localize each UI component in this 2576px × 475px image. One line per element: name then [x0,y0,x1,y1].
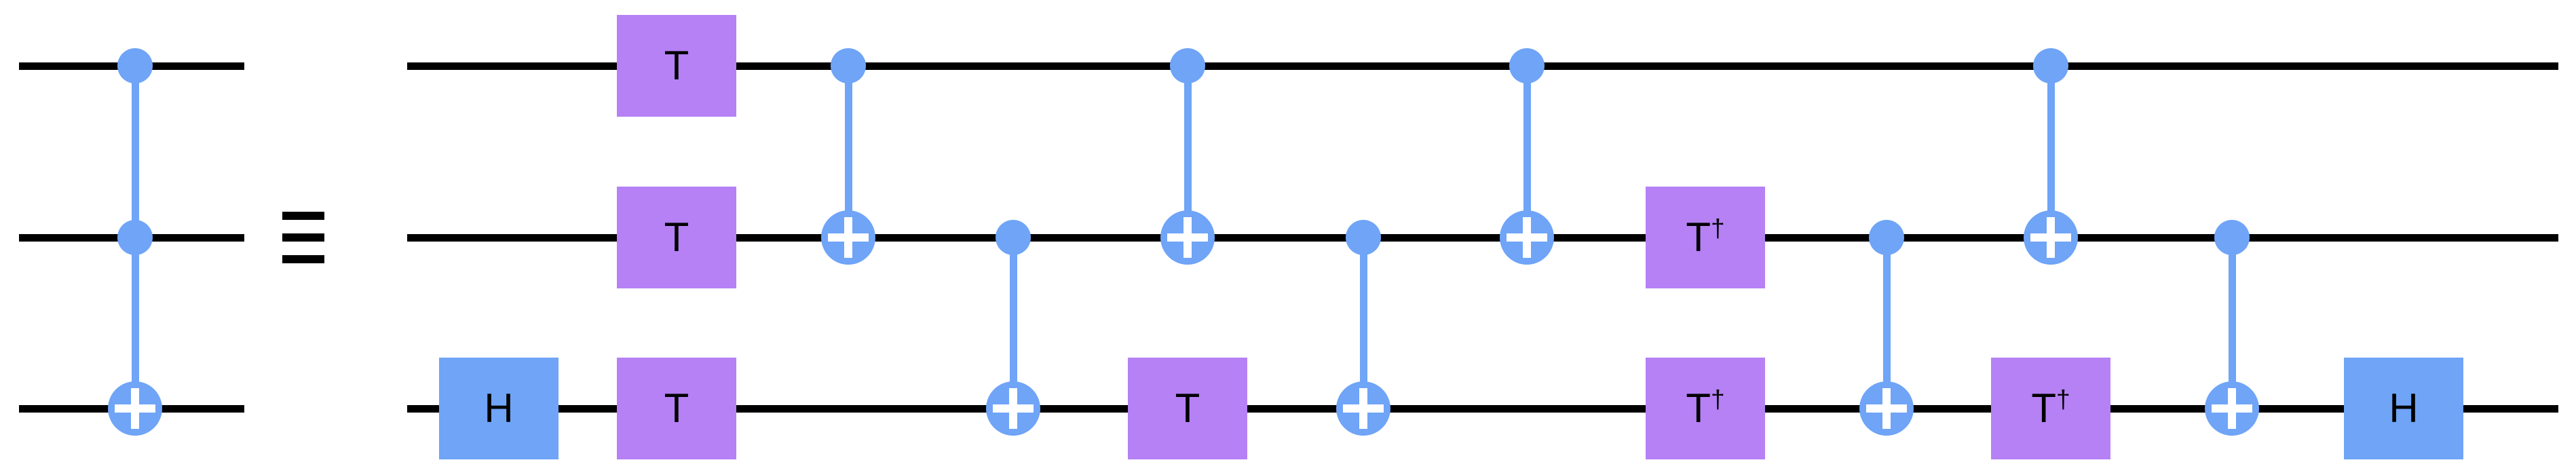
toffoli-control-q0[interactable] [117,48,153,83]
equivalence-bar [282,233,324,242]
target-cross-c9-q1[interactable] [2024,210,2078,265]
equivalence-bar [282,255,324,263]
toffoli-control-q1[interactable] [117,220,153,255]
gate-label: T† [1686,214,1725,260]
gate-label: H [484,385,514,431]
cnot-link-4 [1183,66,1192,238]
target-cross-vertical [1183,216,1192,259]
control-dot-c2-q0[interactable] [831,48,866,83]
control-dot-c4-q0[interactable] [1170,48,1205,83]
gate-label: T [664,385,689,431]
qubit-wire-right-0 [407,62,2558,70]
cnot-link-2 [844,66,852,238]
gate-tdg-c7-q2[interactable]: T† [1646,358,1765,459]
gate-label: H [2389,385,2419,431]
target-cross-vertical [1359,387,1367,430]
gate-label: T [664,214,689,260]
target-cross-vertical [1523,216,1531,259]
cnot-link-8 [1882,238,1891,408]
control-dot-c8-q1[interactable] [1869,220,1904,255]
target-cross-vertical [2228,387,2236,430]
equivalence-bar [282,212,324,220]
gate-label: T† [2031,385,2070,431]
gate-tdg-c7-q1[interactable]: T† [1646,187,1765,288]
gate-t-c1-q1[interactable]: T [617,187,736,288]
control-dot-c9-q0[interactable] [2033,48,2068,83]
cnot-link-10 [2228,238,2236,408]
qubit-wire-right-2 [407,405,2558,413]
gate-tdg-c9-q2[interactable]: T† [1991,358,2110,459]
target-cross-vertical [131,387,139,430]
equivalence-symbol [282,207,324,268]
cnot-link-6 [1523,66,1531,238]
target-cross-c5-q2[interactable] [1336,381,1390,436]
target-cross-c2-q1[interactable] [821,210,875,265]
target-cross-vertical [2047,216,2055,259]
gate-h-c11-q2[interactable]: H [2344,358,2463,459]
target-cross-c4-q1[interactable] [1160,210,1215,265]
gate-label: T [664,43,689,88]
control-dot-c6-q0[interactable] [1509,48,1545,83]
gate-label: T [1175,385,1200,431]
control-dot-c10-q1[interactable] [2214,220,2250,255]
target-cross-vertical [844,216,852,259]
cnot-link-5 [1359,238,1367,408]
target-cross-c10-q2[interactable] [2205,381,2259,436]
qubit-wire-right-1 [407,234,2558,242]
gate-t-c1-q2[interactable]: T [617,358,736,459]
control-dot-c3-q1[interactable] [996,220,1031,255]
target-cross-c8-q2[interactable] [1859,381,1914,436]
gate-h-c0-q2[interactable]: H [439,358,558,459]
cnot-link-3 [1009,238,1017,408]
control-dot-c5-q1[interactable] [1346,220,1381,255]
target-cross-c3-q2[interactable] [986,381,1040,436]
gate-t-c1-q0[interactable]: T [617,15,736,117]
toffoli-target-q2[interactable] [108,381,162,436]
target-cross-vertical [1882,387,1891,430]
target-cross-vertical [1009,387,1017,430]
gate-label: T† [1686,385,1725,431]
cnot-link-9 [2047,66,2055,238]
target-cross-c6-q1[interactable] [1500,210,1554,265]
gate-t-c4-q2[interactable]: T [1128,358,1247,459]
